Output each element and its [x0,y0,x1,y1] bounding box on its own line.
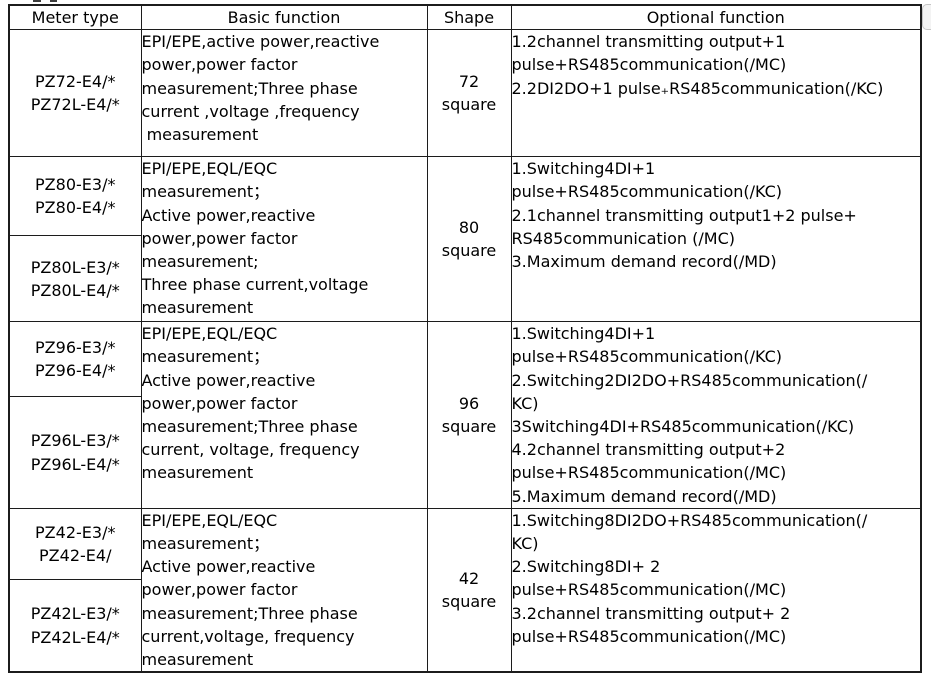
row-pz42-upper: PZ42-E3/* PZ42-E4/ EPI/EPE,EQL/EQC measu… [8,507,922,673]
meter-spec-table: Meter type Basic function Shape Optional… [8,4,922,674]
row-pz96-lower: PZ96L-E3/* PZ96L-E4/* [8,396,921,509]
cell-basic-function-pz96: EPI/EPE,EQL/EQC measurement； Active powe… [140,321,428,509]
cell-meter-type-pz42: PZ42-E3/* PZ42-E4/ [8,507,142,581]
row-pz72: PZ72-E4/* PZ72L-E4/* EPI/EPE,active powe… [8,29,922,158]
cell-meter-type-pz96: PZ96-E3/* PZ96-E4/* [8,321,142,398]
row-pz80-upper: PZ80-E3/* PZ80-E4/* EPI/EPE,EQL/EQC meas… [8,156,922,323]
cell-meter-type-pz42l: PZ42L-E3/* PZ42L-E4/* [8,579,142,673]
clipped-text-fragment [33,0,41,2]
scrollbar-thumb[interactable] [922,4,931,30]
column-header-basic-function: Basic function [140,4,428,31]
cell-optional-function-pz80: 1.Switching4DI+1 pulse+RS485communicatio… [510,156,922,323]
cell-shape-pz96: 96 square [426,321,512,509]
column-header-shape: Shape [426,4,512,31]
column-header-optional-function: Optional function [510,4,922,31]
cell-optional-function-pz96: 1.Switching4DI+1 pulse+RS485communicatio… [510,321,922,509]
cell-meter-type-pz72: PZ72-E4/* PZ72L-E4/* [8,29,142,158]
row-pz42-lower: PZ42L-E3/* PZ42L-E4/* [8,579,921,673]
cell-meter-type-pz96l: PZ96L-E3/* PZ96L-E4/* [8,396,142,509]
cell-shape-pz42: 42 square [426,507,512,673]
clipped-text-fragment [50,0,57,2]
cell-meter-type-pz80: PZ80-E3/* PZ80-E4/* [8,156,142,237]
cell-basic-function-pz72: EPI/EPE,active power,reactive power,powe… [140,29,428,158]
cell-shape-pz80: 80 square [426,156,512,323]
cell-basic-function-pz80: EPI/EPE,EQL/EQC measurement； Active powe… [140,156,428,323]
cell-optional-function-pz42: 1.Switching8DI2DO+RS485communication(/ K… [510,507,922,673]
header-row: Meter type Basic function Shape Optional… [8,4,922,31]
row-pz96-upper: PZ96-E3/* PZ96-E4/* EPI/EPE,EQL/EQC meas… [8,321,922,509]
cell-shape-pz72: 72 square [426,29,512,158]
row-pz80-lower: PZ80L-E3/* PZ80L-E4/* [8,235,921,323]
cell-meter-type-pz80l: PZ80L-E3/* PZ80L-E4/* [8,235,142,323]
cell-optional-function-pz72: 1.2channel transmitting output+1 pulse+R… [510,29,922,158]
cell-basic-function-pz42: EPI/EPE,EQL/EQC measurement； Active powe… [140,507,428,673]
column-header-meter-type: Meter type [8,4,142,31]
